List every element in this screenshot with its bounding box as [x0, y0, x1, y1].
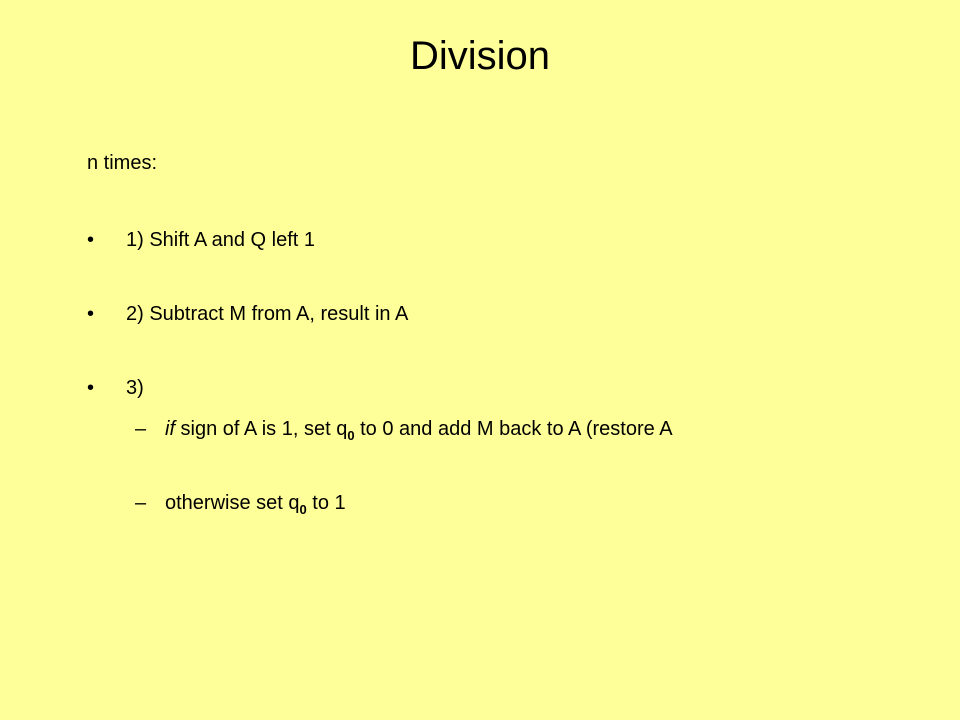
- bullet-icon: •: [87, 377, 95, 399]
- dash-icon: –: [135, 418, 147, 440]
- substep-2-text: otherwise set q: [165, 492, 300, 514]
- substep-2-text-end: to 1: [306, 492, 346, 514]
- step-3: 3): [126, 377, 144, 399]
- substep-1: if sign of A is 1, set q0 to 0 and add M…: [165, 416, 673, 442]
- bullet-icon: •: [87, 303, 95, 325]
- substep-1-text-end: to 0 and add M back to A (restore A: [354, 418, 673, 440]
- step-1: 1) Shift A and Q left 1: [126, 229, 316, 251]
- substep-2: otherwise set q0 to 1: [165, 490, 346, 516]
- dash-icon: –: [135, 492, 147, 514]
- substep-2-subscript: 0: [299, 502, 307, 517]
- intro-text: n times:: [87, 152, 158, 174]
- substep-1-text: sign of A is 1, set q: [175, 418, 348, 440]
- step-2: 2) Subtract M from A, result in A: [126, 303, 409, 325]
- substep-1-emphasis: if: [165, 418, 175, 440]
- bullet-icon: •: [87, 229, 95, 251]
- substep-1-subscript: 0: [347, 428, 355, 443]
- slide-title: Division: [409, 34, 551, 78]
